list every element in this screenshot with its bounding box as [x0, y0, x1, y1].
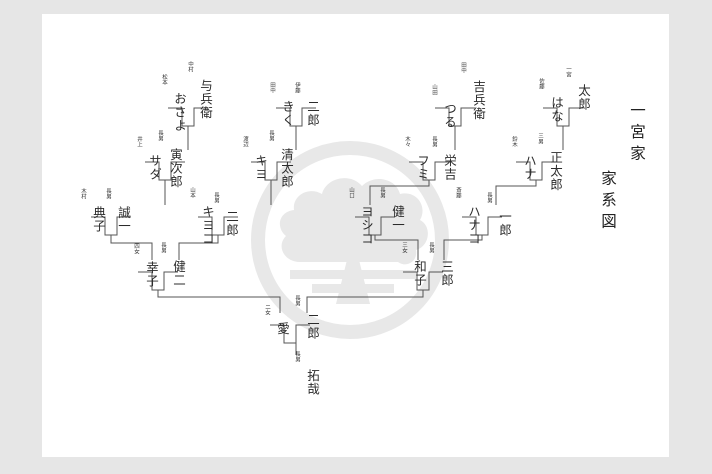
person-name-kenichi2: 健一 — [390, 205, 405, 232]
person-name-jiro2: 二郎 — [224, 210, 239, 237]
person-relation-seitaro: 長男 — [268, 130, 274, 141]
person-relation-kenji: 長男 — [160, 242, 166, 253]
person-surname-taro: 一宮 — [565, 66, 571, 77]
person-relation-sachiko: 四女 — [133, 243, 139, 254]
person-surname-sada: 井上 — [136, 136, 142, 147]
person-name-sachiko: 幸子 — [144, 261, 159, 288]
person-relation-kazuko: 三女 — [401, 242, 407, 253]
person-name-taro: 太郎 — [576, 84, 591, 111]
person-name-kiyo: キヨ — [253, 154, 268, 181]
family-crest-watermark — [251, 141, 449, 339]
person-surname-hanako: 斎藤 — [455, 187, 461, 198]
person-surname-kiku: 田中 — [269, 82, 275, 93]
person-surname-yoshiko: 山口 — [348, 187, 354, 198]
person-surname-kichibei: 田中 — [460, 62, 466, 73]
person-name-sada: サダ — [147, 154, 162, 181]
person-relation-eikichi: 長男 — [431, 136, 437, 147]
person-name-shotaro: 正太郎 — [548, 151, 563, 192]
person-relation-kenichi2: 長男 — [379, 187, 385, 198]
person-relation-ichiro: 長男 — [486, 192, 492, 203]
person-surname-hana1: 佐藤 — [538, 78, 544, 89]
person-name-kenji: 健二 — [171, 260, 186, 287]
person-relation-torajiro: 長男 — [157, 130, 163, 141]
person-surname-noriko: 木村 — [80, 188, 86, 199]
person-surname-kiyoko: 山本 — [189, 187, 195, 198]
person-name-yohei: 与兵衛 — [198, 79, 213, 120]
person-name-yoshiko: ヨシコ — [359, 205, 374, 246]
person-name-fumi: フミ — [415, 154, 430, 181]
person-name-eikichi: 栄吉 — [442, 154, 457, 181]
person-name-hanako: ハナコ — [466, 205, 481, 246]
person-name-kichibei: 吉兵衛 — [471, 80, 486, 121]
person-name-tsuru: つる — [442, 102, 457, 129]
person-name-saburo: 三郎 — [439, 260, 454, 287]
person-name-torajiro: 寅次郎 — [168, 148, 183, 189]
person-surname-kiyo: 渡辺 — [242, 136, 248, 147]
chart-title: 家系図 — [599, 170, 617, 235]
person-name-seitaro: 清太郎 — [279, 148, 294, 189]
person-relation-jiro2: 長男 — [213, 192, 219, 203]
person-relation-seiichi: 長男 — [105, 188, 111, 199]
person-surname-jiro1: 伊藤 — [294, 82, 300, 93]
person-name-osayo: おさよ — [172, 92, 187, 133]
person-name-hana1: はな — [549, 96, 564, 123]
person-name-noriko: 典子 — [91, 206, 106, 233]
person-name-ichiro: 一郎 — [497, 210, 512, 237]
connector-lines — [91, 107, 583, 355]
person-relation-shotaro: 三男 — [537, 133, 543, 144]
person-name-ai: 愛 — [275, 322, 290, 336]
person-name-seiichi: 誠一 — [116, 206, 131, 233]
family-name-title: 一宮家 — [628, 102, 646, 167]
person-surname-yohei: 中村 — [187, 61, 193, 72]
person-surname-fumi: 木々 — [404, 136, 410, 147]
person-name-hana2: ハナ — [522, 154, 537, 181]
person-surname-osayo: 松本 — [161, 74, 167, 85]
person-relation-jiro3: 長男 — [294, 295, 300, 306]
person-surname-tsuru: 山田 — [431, 84, 437, 95]
person-name-kazuko: 和子 — [412, 260, 427, 287]
person-name-kiyoko: キヨコ — [200, 205, 215, 246]
person-relation-takuya: 長男 — [294, 351, 300, 362]
person-surname-hana2: 鈴木 — [511, 136, 517, 147]
person-name-takuya: 拓哉 — [305, 369, 320, 396]
person-relation-saburo: 長男 — [428, 242, 434, 253]
person-name-jiro3: 二郎 — [305, 313, 320, 340]
person-name-jiro1: 二郎 — [305, 100, 320, 127]
person-name-kiku: きく — [280, 100, 295, 127]
person-relation-ai: 二女 — [264, 304, 270, 315]
